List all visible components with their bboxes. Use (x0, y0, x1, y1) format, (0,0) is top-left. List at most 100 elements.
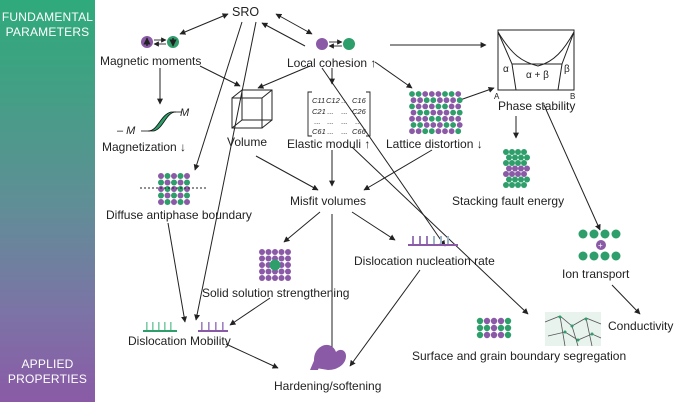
node-hardening: Hardening/softening (274, 379, 381, 393)
atom-dot (423, 109, 430, 116)
matrix-cell: C12 (326, 96, 341, 105)
node-conductivity: Conductivity (608, 319, 673, 333)
atom-dot (435, 115, 442, 122)
atom-dot (448, 115, 455, 122)
bar-mark (440, 236, 442, 244)
atom-dot (521, 171, 527, 177)
atom-dot (456, 122, 463, 128)
atom-dot (450, 109, 456, 116)
bar-mark (412, 236, 414, 244)
bar-mark (143, 330, 177, 332)
sidebar-gradient: FUNDAMENTAL PARAMETERS APPLIED PROPERTIE… (0, 0, 95, 402)
phase-beta: β (564, 64, 570, 75)
bar-mark (222, 322, 224, 330)
solid-solution-icon (259, 249, 291, 281)
bar-mark (215, 322, 217, 330)
edge-solid-mobility (229, 297, 271, 326)
atom-dot (417, 109, 423, 116)
atom-dot (455, 115, 462, 122)
atom-dot (428, 128, 435, 135)
atom-dot (272, 249, 278, 255)
atom-dot (265, 249, 272, 255)
atom-dot (455, 103, 462, 110)
phase-mix: α + β (526, 70, 549, 81)
atom-dot (422, 115, 429, 122)
atom-dot (415, 103, 422, 110)
atom-dot (410, 122, 417, 128)
bar-mark (426, 236, 428, 244)
atom-dot (272, 275, 278, 281)
phase-alpha: α (503, 64, 509, 75)
edge-misfit-nucleation (351, 211, 396, 241)
bar-mark (433, 236, 435, 244)
edge-mobility-hardening (225, 343, 279, 369)
atom-dot (177, 173, 184, 179)
atom-dot (435, 128, 442, 135)
bar-mark (419, 236, 421, 244)
atom-dot (524, 154, 530, 161)
atom-dot (278, 275, 285, 281)
node-phase-stability: Phase stability (498, 99, 575, 113)
edge-sro-magnetic (179, 13, 229, 35)
atom-dot (476, 331, 484, 339)
atom-dot (512, 165, 518, 172)
atom-dot (164, 186, 171, 192)
atom-dot (184, 186, 190, 192)
matrix-cell: C11 (312, 96, 325, 105)
edges (157, 13, 641, 369)
atom-dot (259, 268, 265, 275)
bar-mark (198, 330, 228, 332)
matrix-cell: C66 (352, 127, 367, 136)
atom-dot (490, 317, 498, 325)
matrix-cell: C16 (352, 96, 367, 105)
lattice-distortion-icon (409, 91, 463, 135)
edge-ion-conductivity (611, 284, 641, 315)
matrix-cell: ... (355, 117, 361, 126)
matrix-cell: ... (327, 127, 333, 136)
atom-dot (483, 331, 491, 339)
node-volume: Volume (227, 135, 267, 149)
fundamental-parameters-label: FUNDAMENTAL PARAMETERS (0, 10, 95, 40)
edge-phase-ion (543, 104, 601, 231)
atom-dot (171, 186, 177, 192)
atom-dot (442, 128, 448, 135)
bar-mark (408, 244, 458, 246)
atom-dot (428, 103, 435, 110)
volume-cube-icon (231, 89, 273, 129)
atom-dot (509, 149, 515, 155)
atom-dot (497, 331, 505, 339)
grain-boundary-icon (544, 312, 602, 347)
atom-dot (423, 97, 430, 104)
atom-dot (171, 199, 177, 205)
atom-dot (455, 91, 462, 97)
atom-dot (450, 122, 456, 128)
atom-dot (285, 268, 291, 275)
atom-dot (521, 182, 527, 188)
atom-dot (415, 91, 422, 97)
phase-diagram-icon (497, 29, 575, 91)
atom-dot (515, 182, 521, 188)
atom-dot (269, 259, 281, 271)
edge-lattice-misfit (363, 149, 433, 191)
phase-a: A (494, 92, 500, 101)
matrix-cell: ... (327, 107, 333, 116)
bar-mark (152, 322, 154, 330)
atom-dot (430, 97, 437, 104)
atom-dot (428, 91, 435, 97)
dislocation-nucleation-icon (408, 236, 458, 246)
node-elastic-moduli: Elastic moduli ↑ (287, 137, 370, 151)
atom-dot (410, 109, 417, 116)
atom-dot (265, 255, 272, 262)
atom-dot (415, 128, 422, 135)
atom-dot (456, 97, 463, 104)
edge-volume-misfit (255, 155, 319, 191)
atom-dot (497, 324, 505, 332)
atom-dot (171, 192, 177, 199)
matrix-cell: ... (341, 117, 347, 126)
label-line: APPLIED (21, 357, 74, 371)
atom-dot (409, 91, 415, 97)
atom-dot (497, 317, 505, 325)
atom-dot (509, 182, 515, 188)
atom-dot (259, 249, 265, 255)
atom-dot (448, 103, 455, 110)
